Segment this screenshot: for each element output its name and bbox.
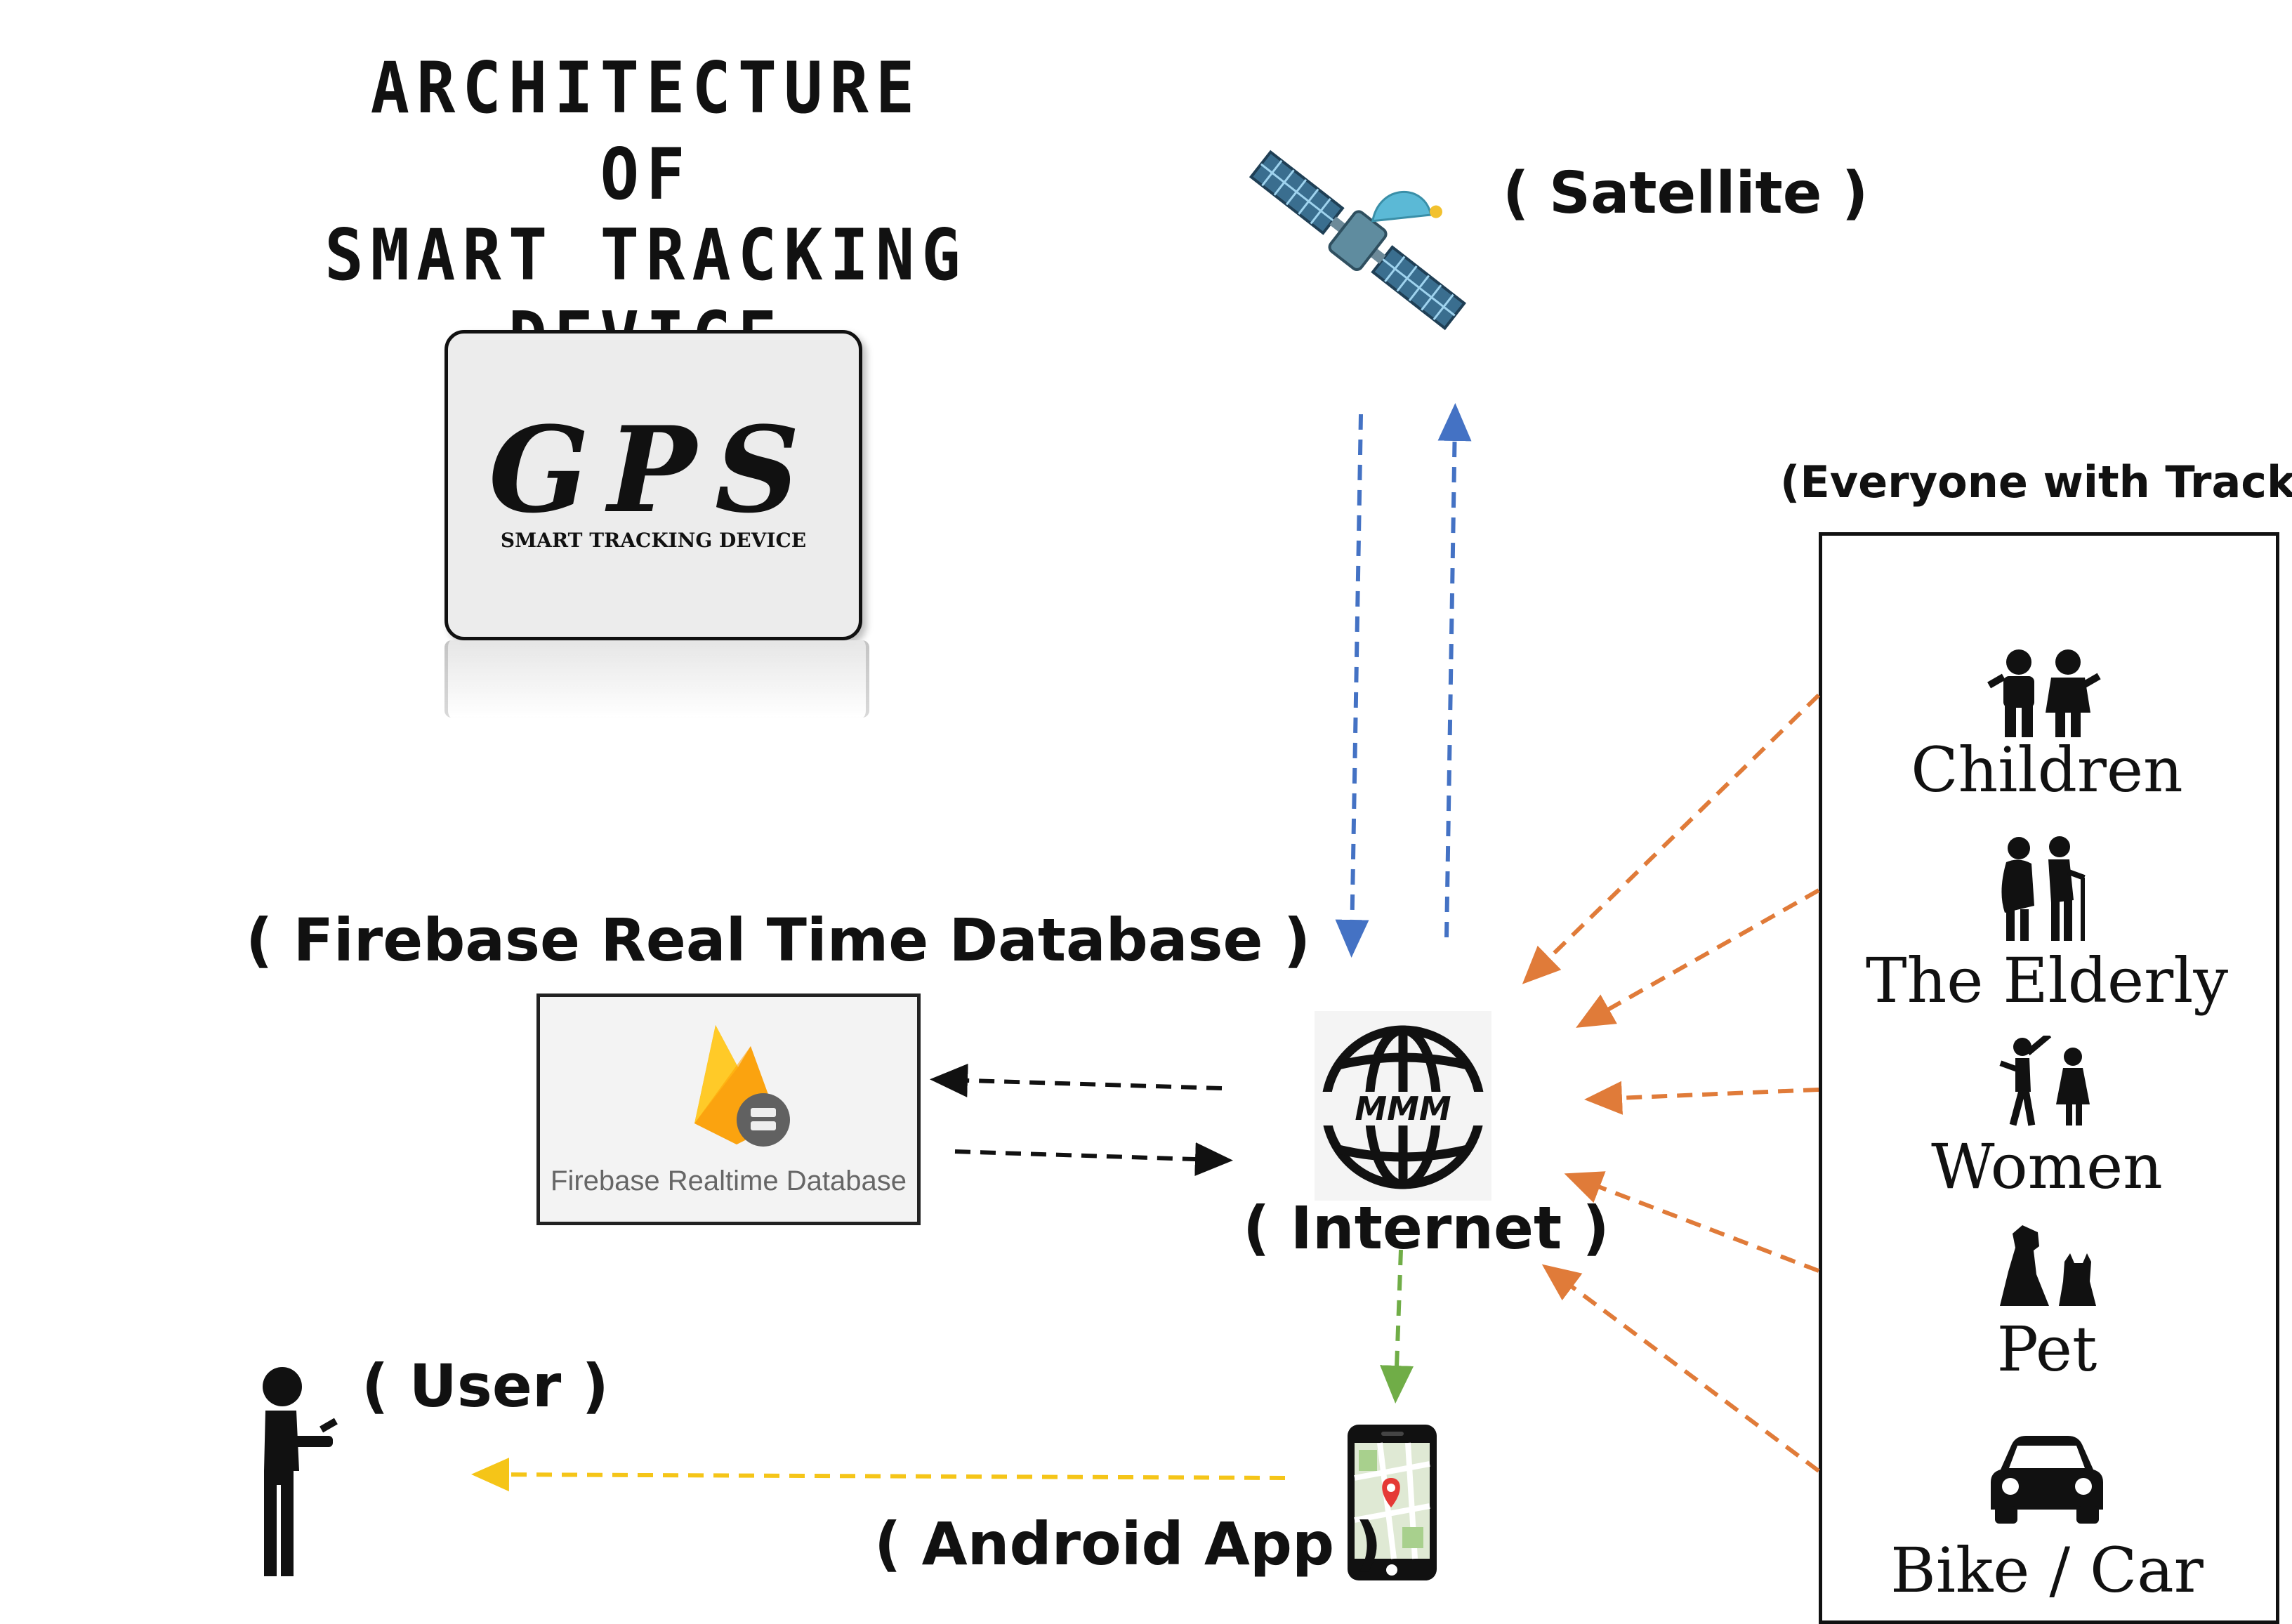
satellite-label: ( Satellite )	[1503, 160, 1869, 227]
arrow-women-to-internet	[1584, 1081, 1819, 1115]
children-icon	[1987, 649, 2101, 737]
firebase-flame-icon	[694, 1025, 790, 1147]
arrow-firebase-to-internet	[954, 1142, 1233, 1177]
diagram-title-line-1: ARCHITECTURE	[370, 46, 922, 130]
arrow-children-to-internet	[1522, 693, 1821, 984]
trackers-header: (Everyone with Tracker)	[1780, 456, 2292, 508]
satellite-icon	[1249, 150, 1467, 331]
arrow-pet-to-internet	[1564, 1171, 1820, 1273]
car-icon	[1991, 1436, 2103, 1524]
arrow-internet-to-satellite	[1437, 403, 1472, 938]
diagram-title-line-2: OF	[600, 133, 692, 216]
gps-card-reflection	[444, 640, 869, 718]
tracker-label-elderly: The Elderly	[1865, 944, 2229, 1017]
elderly-icon	[2001, 836, 2086, 941]
gps-card-subtitle: SMART TRACKING DEVICE	[500, 529, 807, 552]
arrow-internet-to-firebase	[930, 1063, 1223, 1097]
gps-device-card: GPS SMART TRACKING DEVICE	[444, 330, 862, 640]
tracker-label-children: Children	[1911, 734, 2183, 806]
arrow-internet-to-android-app	[1380, 1249, 1414, 1404]
women-icon	[1999, 1036, 2090, 1126]
android-app-label: ( Android App )	[874, 1510, 1382, 1578]
user-label: ( User )	[362, 1352, 609, 1420]
android-phone-icon	[1348, 1425, 1437, 1580]
user-icon	[263, 1367, 338, 1576]
tracker-label-car: Bike / Car	[1890, 1534, 2204, 1606]
firebase-box: Firebase Realtime Database	[536, 993, 921, 1225]
gps-logo: GPS	[488, 400, 819, 539]
internet-label: ( Internet )	[1243, 1194, 1609, 1262]
arrow-android-app-to-user	[471, 1458, 1286, 1492]
internet-globe-icon: MMM	[1319, 1025, 1487, 1189]
pet-icon	[2000, 1225, 2096, 1306]
internet-globe-text: MMM	[1355, 1090, 1451, 1128]
firebase-box-caption: Firebase Realtime Database	[551, 1166, 907, 1196]
arrow-car-to-internet	[1541, 1264, 1820, 1473]
tracker-label-women: Women	[1931, 1130, 2163, 1203]
arrow-satellite-to-internet	[1335, 414, 1369, 958]
tracker-label-pet: Pet	[1996, 1313, 2097, 1385]
arrow-elderly-to-internet	[1576, 888, 1820, 1028]
firebase-label: ( Firebase Real Time Database )	[246, 906, 1311, 975]
